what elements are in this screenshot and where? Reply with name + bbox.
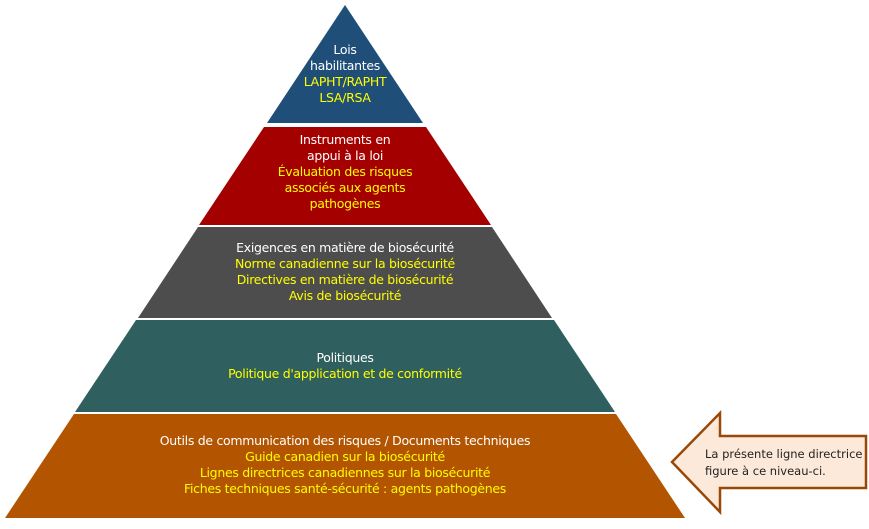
level-1-item: LAPHT/RAPHT	[303, 74, 387, 89]
pyramid-level-1	[267, 5, 423, 123]
level-4-item: Politique d'application et de conformité	[228, 366, 462, 381]
level-2-title: Instruments en	[299, 132, 391, 147]
level-5-title: Outils de communication des risques / Do…	[159, 433, 531, 448]
pyramid-level-4	[75, 320, 615, 412]
callout-text: La présente ligne directrice figure à ce…	[705, 446, 862, 480]
level-4-title: Politiques	[316, 350, 374, 365]
level-5-item: Guide canadien sur la biosécurité	[245, 449, 445, 464]
pyramid-level-5	[5, 414, 685, 518]
level-2-label: Instruments en appui à la loi Évaluation…	[245, 132, 445, 212]
level-3-label: Exigences en matière de biosécurité Norm…	[195, 240, 495, 304]
callout-line: figure à ce niveau-ci.	[705, 464, 826, 478]
level-5-item: Fiches techniques santé-sécurité : agent…	[184, 481, 506, 496]
level-2-title: appui à la loi	[306, 148, 384, 163]
level-1-title: habilitantes	[310, 58, 380, 73]
level-1-item: LSA/RSA	[319, 90, 371, 105]
level-3-item: Directives en matière de biosécurité	[236, 272, 454, 287]
level-3-title: Exigences en matière de biosécurité	[236, 240, 454, 255]
level-3-item: Norme canadienne sur la biosécurité	[235, 256, 455, 271]
level-2-item: Évaluation des risques	[277, 164, 413, 179]
callout-line: La présente ligne directrice	[705, 447, 863, 461]
level-1-title: Lois	[333, 42, 357, 57]
pyramid-level-2	[199, 127, 491, 225]
level-5-label: Outils de communication des risques / Do…	[95, 433, 595, 497]
level-2-item: associés aux agents	[284, 180, 406, 195]
pyramid-level-3	[138, 227, 552, 318]
level-2-item: pathogènes	[309, 196, 381, 211]
callout-arrow	[670, 409, 868, 516]
level-4-label: Politiques Politique d'application et de…	[145, 350, 545, 382]
level-1-label: Lois habilitantes LAPHT/RAPHT LSA/RSA	[265, 42, 425, 106]
level-5-item: Lignes directrices canadiennes sur la bi…	[199, 465, 491, 480]
level-3-item: Avis de biosécurité	[288, 288, 402, 303]
